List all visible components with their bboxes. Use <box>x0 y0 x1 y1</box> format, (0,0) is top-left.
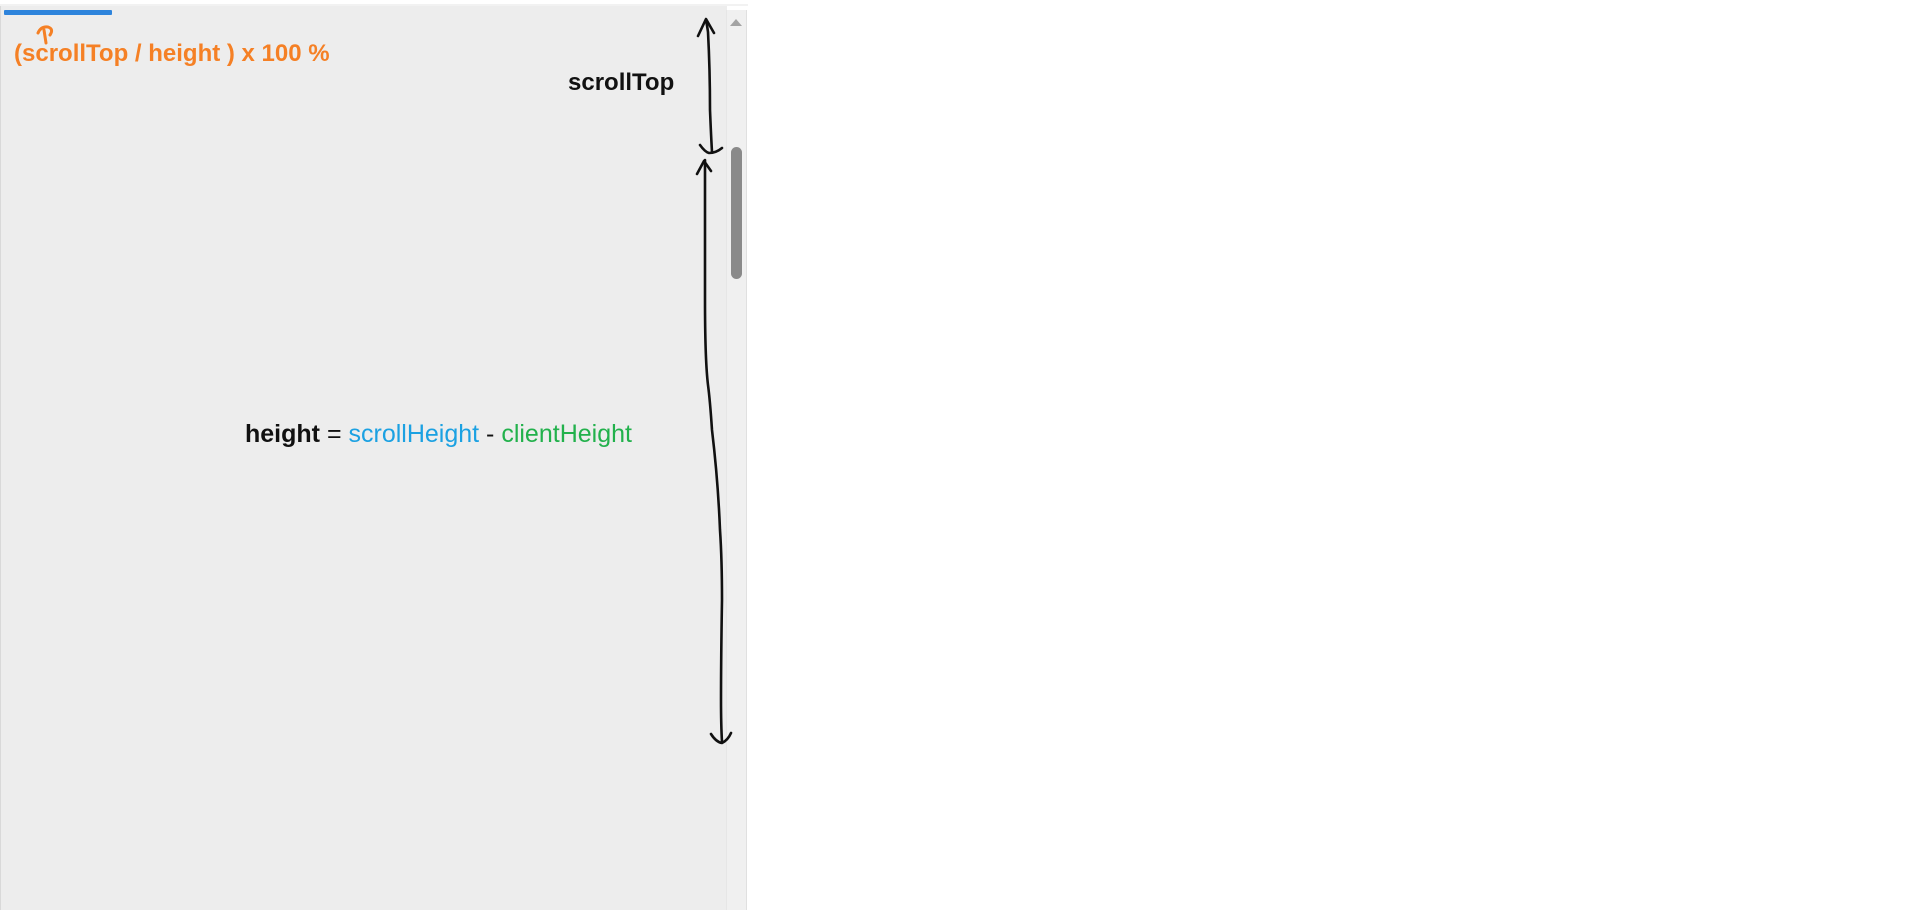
scroll-thumb[interactable] <box>731 147 742 279</box>
scrolltop-label: scrollTop <box>568 69 675 96</box>
client-height-term: clientHeight <box>501 420 632 448</box>
equals-sign: = <box>320 420 349 448</box>
scroll-progress-track <box>4 10 726 15</box>
height-term: height <box>245 420 320 448</box>
scroll-height-term: scrollHeight <box>348 420 480 448</box>
vertical-scrollbar[interactable] <box>726 10 746 910</box>
chevron-up-icon[interactable] <box>730 19 742 26</box>
progress-formula: (scrollTop / height ) x 100 % <box>14 40 330 67</box>
window-top-edge <box>0 4 748 6</box>
scroll-progress-bar <box>4 10 112 15</box>
scroll-container <box>0 6 727 910</box>
container-right-border <box>746 10 747 910</box>
minus-sign: - <box>479 420 502 448</box>
height-equation: height = scrollHeight - clientHeight <box>245 420 632 449</box>
